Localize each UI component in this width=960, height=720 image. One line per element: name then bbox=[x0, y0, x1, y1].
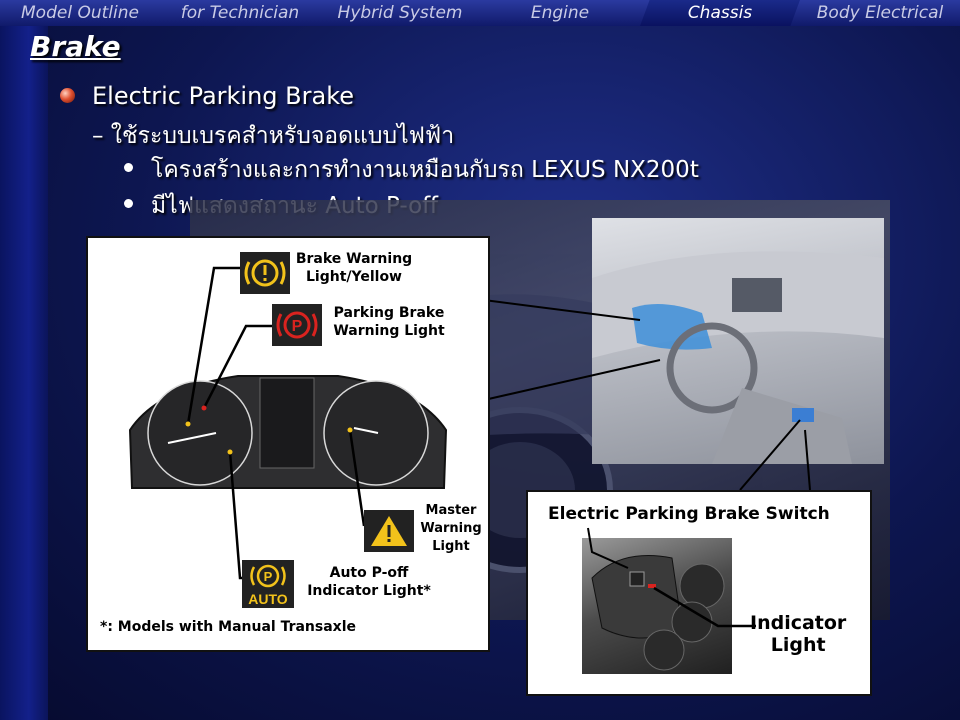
auto-p-off-icon: P AUTO bbox=[242, 560, 294, 608]
tab-engine[interactable]: Engine bbox=[530, 3, 590, 23]
auto-icon-p-letter: P bbox=[264, 569, 273, 584]
brake-warning-label: Brake Warning Light/Yellow bbox=[295, 251, 413, 285]
parking-icon-letter: P bbox=[292, 318, 303, 335]
parking-brake-warning-label: Parking Brake Warning Light bbox=[333, 305, 445, 339]
bullet-level2: – ใช้ระบบเบรคสำหรับจอดแบบไฟฟ้า bbox=[92, 123, 455, 149]
epb-switch-photo bbox=[582, 538, 732, 674]
page-title: Brake bbox=[30, 30, 121, 63]
switch-callout-lines bbox=[587, 527, 756, 628]
master-warning-icon bbox=[364, 510, 414, 552]
tab-model-outline[interactable]: Model Outline bbox=[21, 3, 139, 23]
bullet-text: โครงสร้างและการทำงานเหมือนกับรถ LEXUS NX… bbox=[151, 157, 699, 183]
footnote: *: Models with Manual Transaxle bbox=[100, 619, 356, 635]
tab-chassis[interactable]: Chassis bbox=[640, 0, 800, 26]
tab-body-electrical[interactable]: Body Electrical bbox=[816, 3, 944, 23]
parking-brake-warning-icon: P bbox=[272, 304, 322, 346]
bullet-dot-icon bbox=[124, 163, 133, 172]
tab-for-technician[interactable]: for Technician bbox=[180, 3, 300, 23]
dashboard-interior-image bbox=[592, 218, 884, 464]
indicator-light-label: Indicator Light bbox=[750, 612, 847, 656]
auto-p-off-label: Auto P-off Indicator Light* bbox=[307, 565, 431, 599]
bullet-dot-icon bbox=[124, 199, 133, 208]
cluster-diagram-panel: Brake Warning Light/Yellow P Parking Bra… bbox=[86, 236, 490, 652]
tab-hybrid-system[interactable]: Hybrid System bbox=[337, 3, 463, 23]
auto-icon-text: AUTO bbox=[248, 591, 288, 607]
switch-title: Electric Parking Brake Switch bbox=[548, 504, 830, 524]
epb-switch-panel: Electric Parking Brake Switch Indicator … bbox=[526, 490, 872, 696]
master-warning-label: Master Warning Light bbox=[420, 503, 482, 554]
bullet-text: Electric Parking Brake bbox=[92, 82, 355, 110]
bullet-icon bbox=[60, 88, 75, 103]
left-accent-bar bbox=[0, 26, 48, 720]
top-nav: Model Outline for Technician Hybrid Syst… bbox=[0, 0, 960, 26]
cluster-diagram bbox=[128, 266, 448, 580]
brake-warning-icon bbox=[240, 252, 290, 294]
bullet-level3: โครงสร้างและการทำงานเหมือนกับรถ LEXUS NX… bbox=[124, 152, 699, 188]
